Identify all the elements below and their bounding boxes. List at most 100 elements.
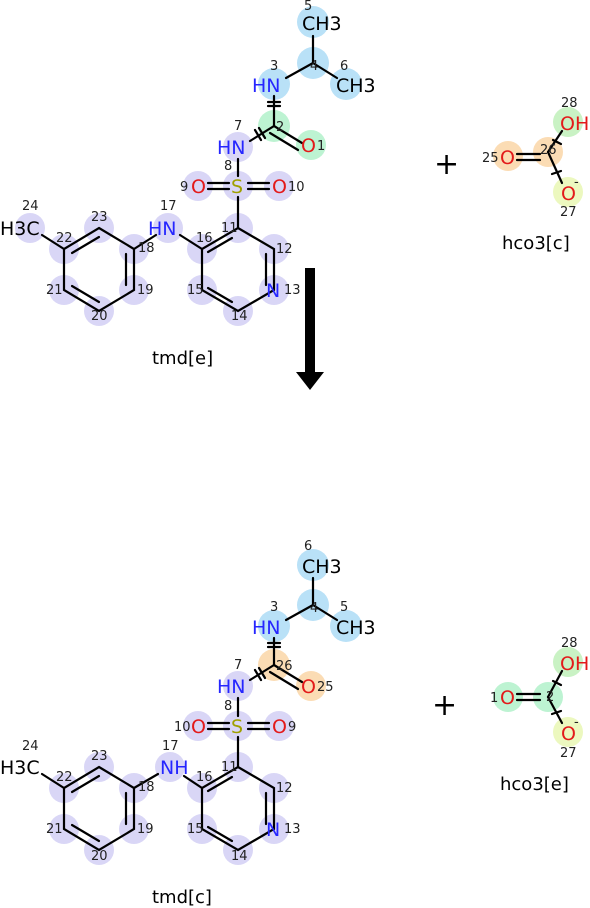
atom-indices-bottom: 6 4 5 3 26 25 7 8 10 9 11 12 13 14 15 16… — [22, 539, 348, 864]
svg-text:20: 20 — [91, 309, 108, 324]
svg-text:S: S — [231, 716, 243, 738]
svg-text:23: 23 — [91, 210, 108, 225]
atom-n-13: N — [266, 280, 280, 302]
svg-text:11: 11 — [221, 221, 238, 236]
atom-labels-bottom: CH3 CH3 HN O HN S O O N NH H3C — [0, 556, 376, 841]
svg-text:O: O — [301, 676, 316, 698]
svg-text:27: 27 — [560, 746, 577, 761]
plus-sign-bottom: + — [432, 688, 457, 723]
molecule-hco3-e: OH O O - 28 1 2 27 hco3[e] — [490, 636, 589, 795]
svg-text:-: - — [574, 175, 579, 190]
svg-text:4: 4 — [310, 601, 318, 616]
svg-text:NH: NH — [160, 757, 189, 779]
svg-text:19: 19 — [137, 283, 154, 298]
molecule-hco3-c: OH O O - 28 25 26 27 hco3[c] — [482, 96, 589, 254]
svg-text:HN: HN — [252, 617, 281, 639]
plus-sign-top: + — [434, 147, 459, 182]
svg-text:14: 14 — [231, 849, 248, 864]
svg-text:25: 25 — [317, 680, 334, 695]
svg-text:2: 2 — [546, 690, 554, 705]
bonds-bottom — [40, 576, 339, 852]
svg-text:25: 25 — [482, 151, 499, 166]
svg-text:5: 5 — [340, 600, 348, 615]
svg-text:12: 12 — [276, 781, 293, 796]
svg-text:OH: OH — [560, 653, 589, 675]
svg-text:19: 19 — [137, 822, 154, 837]
atom-h3c-24: H3C — [0, 218, 40, 240]
reaction-arrow — [296, 268, 324, 390]
svg-text:10: 10 — [174, 720, 191, 735]
svg-text:26: 26 — [540, 143, 557, 158]
svg-text:HN: HN — [217, 676, 246, 698]
svg-text:1: 1 — [317, 139, 325, 154]
label-tmd-c: tmd[c] — [152, 887, 212, 908]
svg-text:O: O — [561, 723, 576, 745]
svg-text:H3C: H3C — [0, 757, 40, 779]
svg-text:24: 24 — [22, 199, 39, 214]
atom-hn-17: HN — [148, 218, 177, 240]
label-hco3-e: hco3[e] — [500, 774, 569, 795]
svg-text:2: 2 — [276, 120, 284, 135]
svg-text:24: 24 — [22, 739, 39, 754]
svg-text:26: 26 — [276, 659, 293, 674]
svg-text:3: 3 — [270, 600, 278, 615]
molecule-tmd-e: CH3 CH3 HN O HN S O O N HN H3C 5 4 6 3 2… — [0, 0, 376, 369]
svg-text:22: 22 — [56, 770, 73, 785]
atom-o-1: O — [301, 135, 316, 157]
svg-text:7: 7 — [234, 658, 242, 673]
svg-text:-: - — [574, 715, 579, 730]
svg-text:O: O — [191, 716, 206, 738]
molecule-tmd-c: CH3 CH3 HN O HN S O O N NH H3C 6 4 5 3 2… — [0, 539, 376, 908]
svg-text:12: 12 — [276, 242, 293, 257]
svg-text:1: 1 — [490, 691, 498, 706]
svg-text:8: 8 — [224, 159, 232, 174]
svg-text:27: 27 — [560, 205, 577, 220]
svg-text:5: 5 — [304, 0, 312, 14]
svg-text:18: 18 — [138, 780, 155, 795]
atom-highlights-top — [15, 6, 362, 326]
svg-text:6: 6 — [304, 539, 312, 554]
atom-highlights-bottom — [49, 549, 362, 865]
svg-text:17: 17 — [160, 199, 177, 214]
svg-text:23: 23 — [91, 749, 108, 764]
label-tmd-e: tmd[e] — [152, 348, 213, 369]
svg-text:8: 8 — [224, 699, 232, 714]
label-hco3-c: hco3[c] — [502, 233, 570, 254]
atom-hn-7: HN — [217, 137, 246, 159]
svg-text:20: 20 — [91, 849, 108, 864]
svg-text:18: 18 — [138, 241, 155, 256]
atom-o-10: O — [272, 176, 287, 198]
atom-s-8: S — [231, 176, 243, 198]
atom-hn-3: HN — [252, 75, 281, 97]
svg-text:14: 14 — [231, 309, 248, 324]
svg-text:9: 9 — [180, 180, 188, 195]
atom-ch3-5: CH3 — [302, 13, 342, 35]
svg-text:4: 4 — [310, 59, 318, 74]
svg-text:16: 16 — [196, 231, 213, 246]
svg-text:15: 15 — [187, 822, 204, 837]
atom-o-9: O — [191, 176, 206, 198]
svg-text:16: 16 — [196, 770, 213, 785]
svg-text:CH3: CH3 — [302, 556, 342, 578]
atom-labels-top: CH3 CH3 HN O HN S O O N HN H3C — [0, 13, 376, 302]
svg-text:28: 28 — [561, 636, 578, 651]
svg-text:13: 13 — [284, 822, 301, 837]
svg-text:15: 15 — [187, 283, 204, 298]
svg-text:O: O — [500, 687, 515, 709]
svg-text:21: 21 — [46, 283, 63, 298]
svg-text:O: O — [272, 716, 287, 738]
atom-indices-top: 5 4 6 3 2 1 7 8 9 10 11 12 13 14 15 16 1… — [22, 0, 348, 324]
svg-text:21: 21 — [46, 822, 63, 837]
svg-text:22: 22 — [56, 231, 73, 246]
svg-text:3: 3 — [270, 59, 278, 74]
bonds-top — [40, 34, 339, 313]
svg-text:13: 13 — [284, 283, 301, 298]
atom-o-25: O — [500, 147, 515, 169]
svg-text:N: N — [266, 819, 280, 841]
svg-text:7: 7 — [234, 119, 242, 134]
svg-text:10: 10 — [288, 180, 305, 195]
svg-text:11: 11 — [221, 760, 238, 775]
svg-text:17: 17 — [162, 739, 179, 754]
atom-oh-28: OH — [560, 113, 589, 135]
